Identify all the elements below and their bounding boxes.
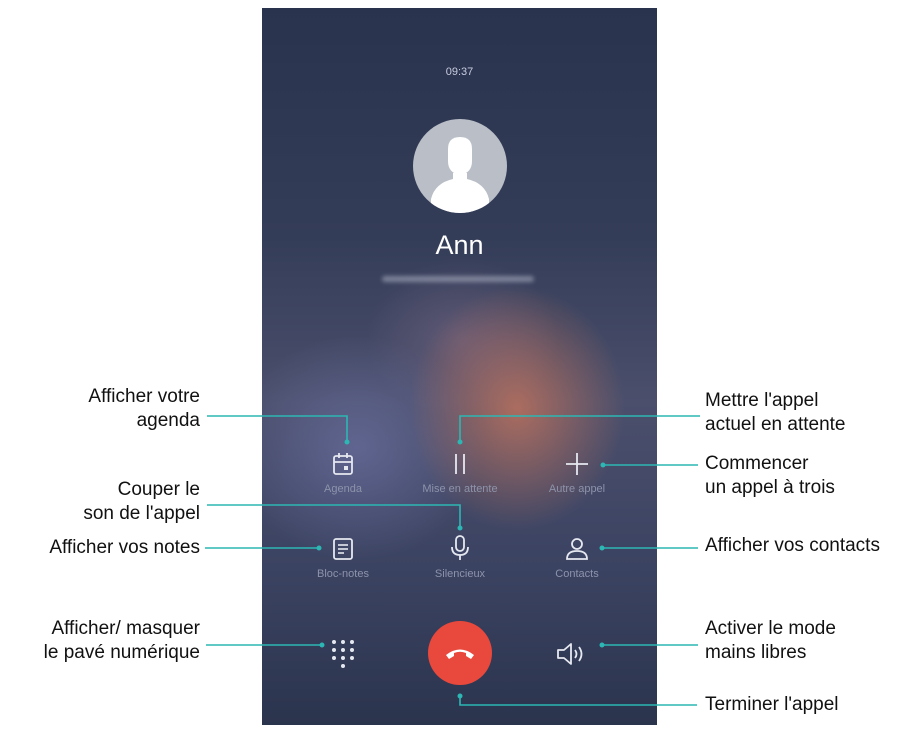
- mute-button[interactable]: Silencieux: [405, 533, 515, 580]
- caller-name: Ann: [435, 230, 484, 260]
- notes-button[interactable]: Bloc-notes: [288, 533, 398, 580]
- callout-speaker: Activer le mode mains libres: [705, 618, 836, 663]
- person-icon: [431, 137, 489, 213]
- add-call-button[interactable]: Autre appel: [522, 448, 632, 495]
- pause-icon: [455, 454, 465, 474]
- agenda-label: Agenda: [324, 483, 362, 495]
- notepad-icon: [333, 538, 353, 560]
- microphone-icon: [451, 535, 469, 560]
- contacts-label: Contacts: [555, 568, 599, 580]
- call-screen: 09:37 Ann Agenda Mise en atten: [262, 8, 657, 725]
- notes-label: Bloc-notes: [317, 568, 369, 580]
- hold-button[interactable]: Mise en attente: [405, 448, 515, 495]
- mute-label: Silencieux: [434, 568, 486, 580]
- hold-label: Mise en attente: [422, 483, 498, 495]
- end-call-button[interactable]: [428, 621, 492, 685]
- caller-number-blurred: [382, 276, 534, 282]
- contact-icon: [566, 538, 588, 560]
- caller-avatar: [413, 119, 507, 213]
- callout-conference: Commencer un appel à trois: [705, 453, 835, 498]
- contacts-button[interactable]: Contacts: [522, 533, 632, 580]
- speaker-button[interactable]: [555, 640, 587, 668]
- hang-up-icon: [446, 649, 474, 659]
- callout-mute: Couper le son de l'appel: [83, 479, 200, 524]
- dialpad-button[interactable]: [330, 638, 356, 670]
- callout-contacts: Afficher vos contacts: [705, 535, 880, 556]
- plus-icon: [566, 453, 588, 475]
- callout-end-call: Terminer l'appel: [705, 694, 839, 715]
- callout-dialpad: Afficher/ masquer le pavé numérique: [43, 618, 200, 663]
- add-call-label: Autre appel: [548, 483, 606, 495]
- agenda-button[interactable]: Agenda: [288, 448, 398, 495]
- calendar-icon: [333, 453, 353, 475]
- status-time: 09:37: [445, 66, 474, 78]
- callout-hold: Mettre l'appel actuel en attente: [705, 390, 846, 435]
- dialpad-icon: [332, 640, 354, 668]
- callout-calendar: Afficher votre agenda: [88, 386, 200, 431]
- callout-notes: Afficher vos notes: [49, 537, 200, 558]
- speaker-icon: [557, 643, 583, 665]
